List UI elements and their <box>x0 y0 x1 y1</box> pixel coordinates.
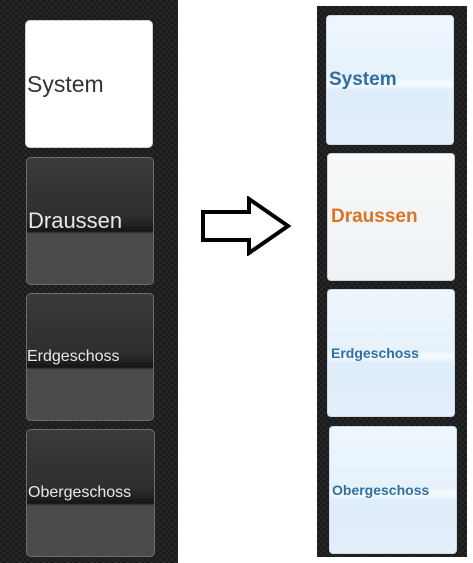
before-erdgeschoss-button[interactable]: Erdgeschoss <box>26 293 154 421</box>
button-label: Obergeschoss <box>332 482 430 498</box>
after-draussen-button[interactable]: Draussen <box>327 153 455 281</box>
button-label: Obergeschoss <box>28 484 132 501</box>
button-label: Draussen <box>28 208 123 233</box>
button-label: Erdgeschoss <box>27 348 120 365</box>
before-draussen-button[interactable]: Draussen <box>26 157 154 285</box>
before-system-button[interactable]: System <box>25 20 153 148</box>
before-button-panel: System Draussen Erdgeschoss Obergeschoss <box>0 0 178 563</box>
after-erdgeschoss-button[interactable]: Erdgeschoss <box>327 289 455 417</box>
before-obergeschoss-button[interactable]: Obergeschoss <box>26 429 155 557</box>
button-label: System <box>27 70 104 97</box>
button-label: Erdgeschoss <box>331 345 419 361</box>
after-button-panel: System Draussen Erdgeschoss Obergeschoss <box>317 6 467 557</box>
button-label: System <box>329 69 397 90</box>
button-label: Draussen <box>331 206 418 227</box>
right-arrow-icon <box>201 196 292 256</box>
after-obergeschoss-button[interactable]: Obergeschoss <box>329 426 457 554</box>
after-system-button[interactable]: System <box>326 15 454 145</box>
